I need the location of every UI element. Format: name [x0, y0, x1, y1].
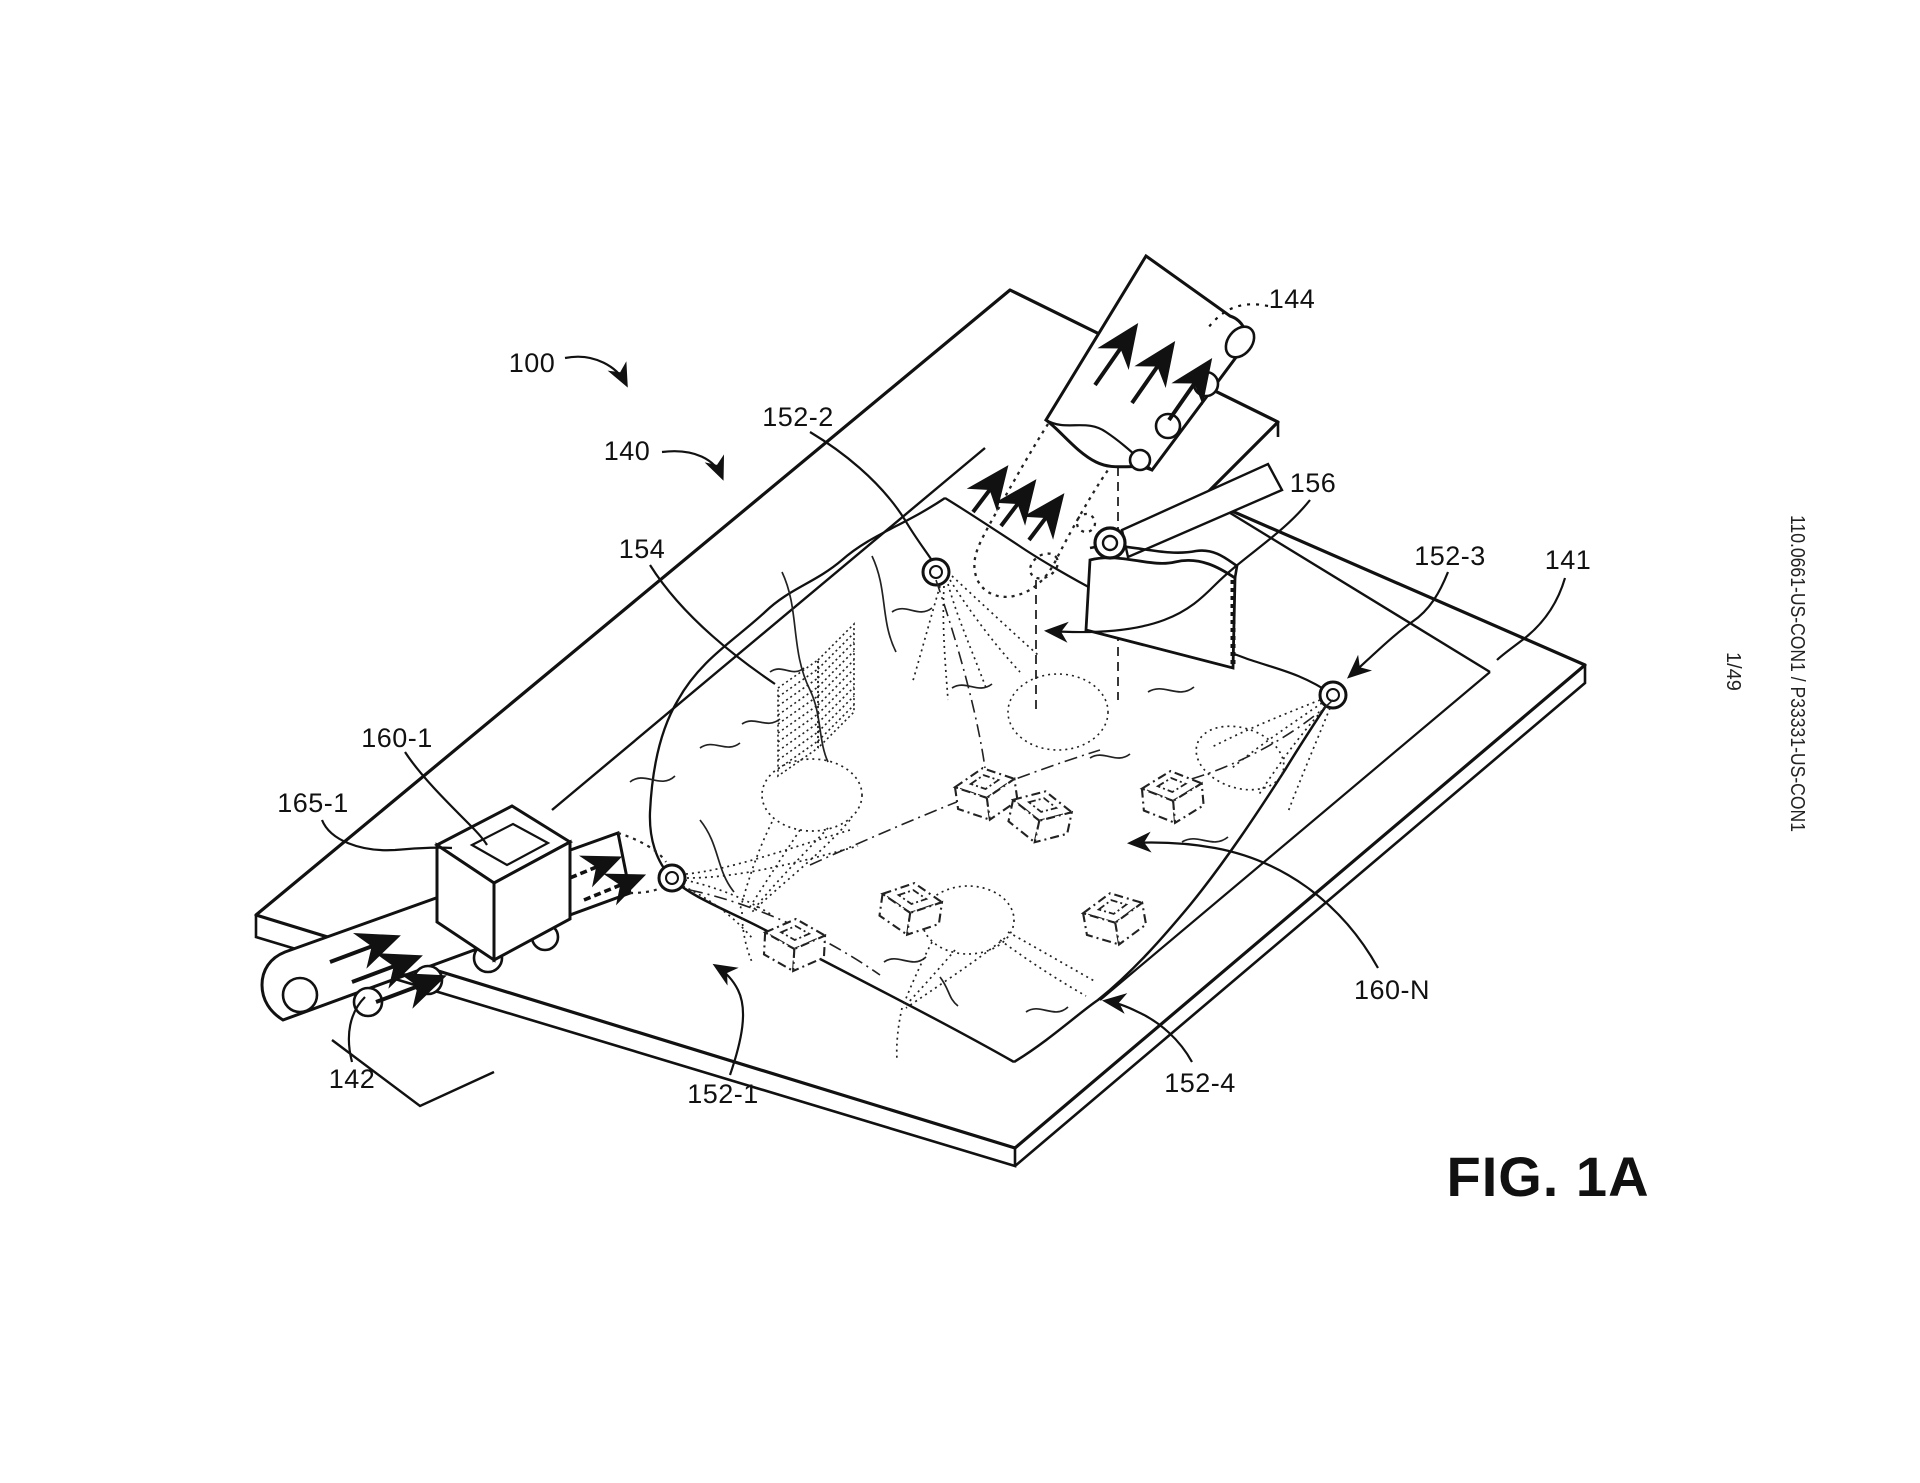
figure-caption: FIG. 1A — [1446, 1145, 1649, 1208]
grommet-top — [911, 557, 1039, 701]
leader-100 — [564, 355, 628, 388]
ref-label-152-3: 152-3 — [1414, 541, 1486, 571]
ref-label-142: 142 — [329, 1064, 376, 1094]
leader-152-4 — [1101, 993, 1193, 1063]
grommet-infeed — [657, 863, 687, 893]
roller — [1128, 448, 1152, 472]
ref-label-152-4: 152-4 — [1164, 1068, 1236, 1098]
ref-label-141: 141 — [1545, 545, 1592, 575]
funnel-2 — [895, 885, 1097, 1061]
ref-label-154: 154 — [619, 534, 666, 564]
leader-lines — [320, 303, 1567, 1076]
ref-label-160-1: 160-1 — [361, 723, 433, 753]
landing-zone-ellipse — [1007, 673, 1109, 751]
item-box-160-1 — [434, 804, 573, 963]
end-drum — [1224, 325, 1256, 359]
belt-arrows — [1093, 322, 1213, 422]
roller — [1154, 412, 1182, 440]
leader-160-1 — [404, 751, 488, 846]
leader-152-3 — [1346, 571, 1450, 679]
belt-arrows — [329, 933, 447, 1009]
roller — [281, 976, 319, 1014]
leader-140 — [661, 450, 725, 481]
leader-160-N — [1126, 831, 1379, 969]
leader-141 — [1496, 577, 1567, 661]
funnel-1 — [739, 758, 863, 963]
item-label-165-1 — [469, 822, 551, 867]
pivot-ring — [1093, 526, 1127, 560]
sheet-number-vertical: 1/49 — [1722, 652, 1744, 691]
leader-142 — [347, 996, 366, 1063]
leader-154 — [649, 564, 776, 685]
ref-label-156: 156 — [1290, 468, 1337, 498]
outfeed-conveyor-144 — [966, 253, 1256, 599]
ref-label-152-1: 152-1 — [687, 1079, 759, 1109]
grommet-152-3 — [1195, 680, 1348, 813]
leader-152-1 — [712, 963, 745, 1076]
surface-edge-152-2 — [648, 497, 946, 879]
hidden-belt-arrows — [559, 855, 647, 906]
leader-165-1 — [320, 819, 453, 852]
infeed-conveyor-142 — [260, 804, 859, 1022]
surface-wrinkles — [629, 555, 1229, 1013]
grid-154 — [777, 622, 855, 778]
ref-label-165-1: 165-1 — [277, 788, 349, 818]
ref-label-140: 140 — [604, 436, 651, 466]
recess-rim — [551, 447, 1491, 1001]
leader-156 — [1043, 499, 1311, 643]
hidden-belt-arrows — [966, 465, 1065, 542]
ref-label-160-N: 160-N — [1354, 975, 1430, 1005]
docket-header-vertical: 110.0661-US-CON1 / P33331-US-CON1 — [1786, 515, 1808, 832]
diverter-wall-156 — [1084, 462, 1284, 670]
surface-edge-152-4 — [1013, 694, 1335, 1064]
platform-141-slab — [254, 288, 1587, 1168]
leader-152-2 — [809, 431, 932, 560]
ref-label-152-2: 152-2 — [762, 402, 834, 432]
ref-label-100: 100 — [509, 348, 556, 378]
receiving-surface-140 — [629, 452, 1348, 1064]
ref-label-144: 144 — [1269, 284, 1316, 314]
roller — [352, 986, 384, 1018]
